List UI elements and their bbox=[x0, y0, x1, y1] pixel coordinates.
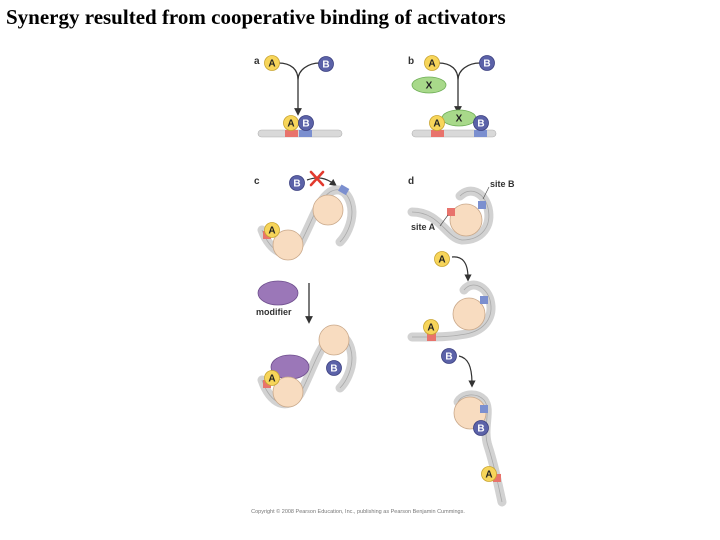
copyright-notice: Copyright © 2008 Pearson Education, Inc.… bbox=[251, 508, 465, 515]
panel-b-free-adaptor-x: X bbox=[411, 76, 447, 94]
panel-a-site-a bbox=[285, 130, 298, 137]
panel-a-letter: a bbox=[254, 56, 260, 67]
panel-d-top-site-b bbox=[478, 201, 486, 209]
panel-c-bottom-nucleosome-lower bbox=[272, 376, 304, 408]
panel-c: c B A modifier bbox=[254, 170, 357, 409]
panel-b-site-b bbox=[474, 130, 487, 137]
panel-b-free-x-label: X bbox=[426, 81, 433, 92]
panel-b-free-a-label: A bbox=[428, 59, 435, 70]
panel-c-bottom-bound-activator-b: B bbox=[326, 360, 342, 376]
panel-a-free-activator-b: B bbox=[318, 56, 334, 72]
panel-c-bottom-b-label: B bbox=[330, 364, 337, 375]
panel-c-modifier-label: modifier bbox=[256, 307, 292, 317]
panel-d-mid-bound-activator-a: A bbox=[423, 319, 439, 335]
panel-a-bound-activator-a: A bbox=[283, 115, 299, 131]
panel-c-block-x-icon bbox=[309, 170, 325, 187]
panel-d-top-site-a bbox=[447, 208, 455, 216]
panel-c-top-a-label: A bbox=[268, 226, 275, 237]
panel-c-bottom-a-label: A bbox=[268, 374, 275, 385]
panel-b-bound-a-label: A bbox=[433, 119, 440, 130]
panel-d: d site B site A A A B bbox=[407, 176, 515, 507]
panel-c-top-site-b bbox=[338, 184, 350, 196]
panel-d-mid-site-b bbox=[480, 296, 488, 304]
panel-a-converge-lines bbox=[277, 62, 321, 81]
panel-a-free-b-label: B bbox=[322, 60, 329, 71]
panel-d-arrow-1 bbox=[451, 256, 472, 282]
panel-b-free-activator-a: A bbox=[424, 55, 440, 71]
panel-c-free-activator-b: B bbox=[289, 175, 305, 191]
panel-d-mid-a-label: A bbox=[427, 323, 434, 334]
panel-d-mid-nucleosome bbox=[452, 297, 486, 331]
panel-a-bound-activator-b: B bbox=[298, 115, 314, 131]
panel-d-free-activator-a: A bbox=[434, 251, 450, 267]
panel-b-converge-lines bbox=[437, 62, 481, 81]
panel-a-bound-b-label: B bbox=[302, 119, 309, 130]
panel-c-top-nucleosome-upper bbox=[312, 194, 344, 226]
panel-d-bottom-b-label: B bbox=[477, 424, 484, 435]
panel-b-free-b-label: B bbox=[483, 59, 490, 70]
panel-d-mid-site-a bbox=[427, 333, 436, 341]
panel-d-bottom-bound-activator-a: A bbox=[481, 466, 497, 482]
panel-b-free-activator-b: B bbox=[479, 55, 495, 71]
panel-d-site-b-label: site B bbox=[490, 179, 515, 189]
panel-c-bottom-nucleosome-upper bbox=[318, 324, 350, 356]
panel-d-site-a-label: site A bbox=[411, 222, 436, 232]
panel-c-top-bound-activator-a: A bbox=[264, 222, 280, 238]
panel-b-bound-b-label: B bbox=[477, 119, 484, 130]
panel-b-letter: b bbox=[408, 56, 414, 67]
panel-a: a A B A B bbox=[254, 55, 343, 138]
panel-d-bottom-site-a bbox=[493, 474, 501, 482]
panel-b-bound-activator-a: A bbox=[429, 115, 445, 131]
panel-b: b A B X X A B bbox=[408, 55, 497, 138]
panel-b-bound-adaptor-x: X bbox=[441, 109, 477, 127]
panel-d-site-b-leader bbox=[482, 186, 490, 200]
panel-a-bound-a-label: A bbox=[287, 119, 294, 130]
panel-d-bottom-site-b bbox=[480, 405, 488, 413]
panel-d-bottom-a-label: A bbox=[485, 470, 492, 481]
panel-c-free-b-label: B bbox=[293, 179, 300, 190]
panel-d-free-b-label: B bbox=[445, 352, 452, 363]
panel-d-free-a-label: A bbox=[438, 255, 445, 266]
panel-d-free-activator-b: B bbox=[441, 348, 457, 364]
panel-d-bottom-bound-activator-b: B bbox=[473, 420, 489, 436]
panel-a-free-activator-a: A bbox=[264, 55, 280, 71]
panel-b-bound-x-label: X bbox=[456, 114, 463, 125]
panel-c-top-nucleosome-lower bbox=[272, 229, 304, 261]
panel-d-letter: d bbox=[408, 176, 414, 187]
panel-b-site-a bbox=[431, 130, 444, 137]
panel-c-blocked-arrow bbox=[306, 177, 337, 187]
panel-a-site-b bbox=[299, 130, 312, 137]
panel-b-bound-activator-b: B bbox=[473, 115, 489, 131]
panel-c-free-modifier bbox=[257, 280, 299, 306]
panel-d-top-nucleosome bbox=[449, 203, 483, 237]
page-title: Synergy resulted from cooperative bindin… bbox=[6, 5, 506, 29]
panel-d-mid-dna-outline bbox=[411, 284, 492, 338]
panel-d-arrow-2 bbox=[458, 355, 476, 388]
panel-d-top-dna-outline bbox=[411, 190, 490, 241]
panel-a-free-a-label: A bbox=[268, 59, 275, 70]
panel-d-site-a-leader bbox=[439, 214, 449, 227]
panel-c-bottom-bound-activator-a: A bbox=[264, 370, 280, 386]
panel-c-letter: c bbox=[254, 176, 260, 187]
